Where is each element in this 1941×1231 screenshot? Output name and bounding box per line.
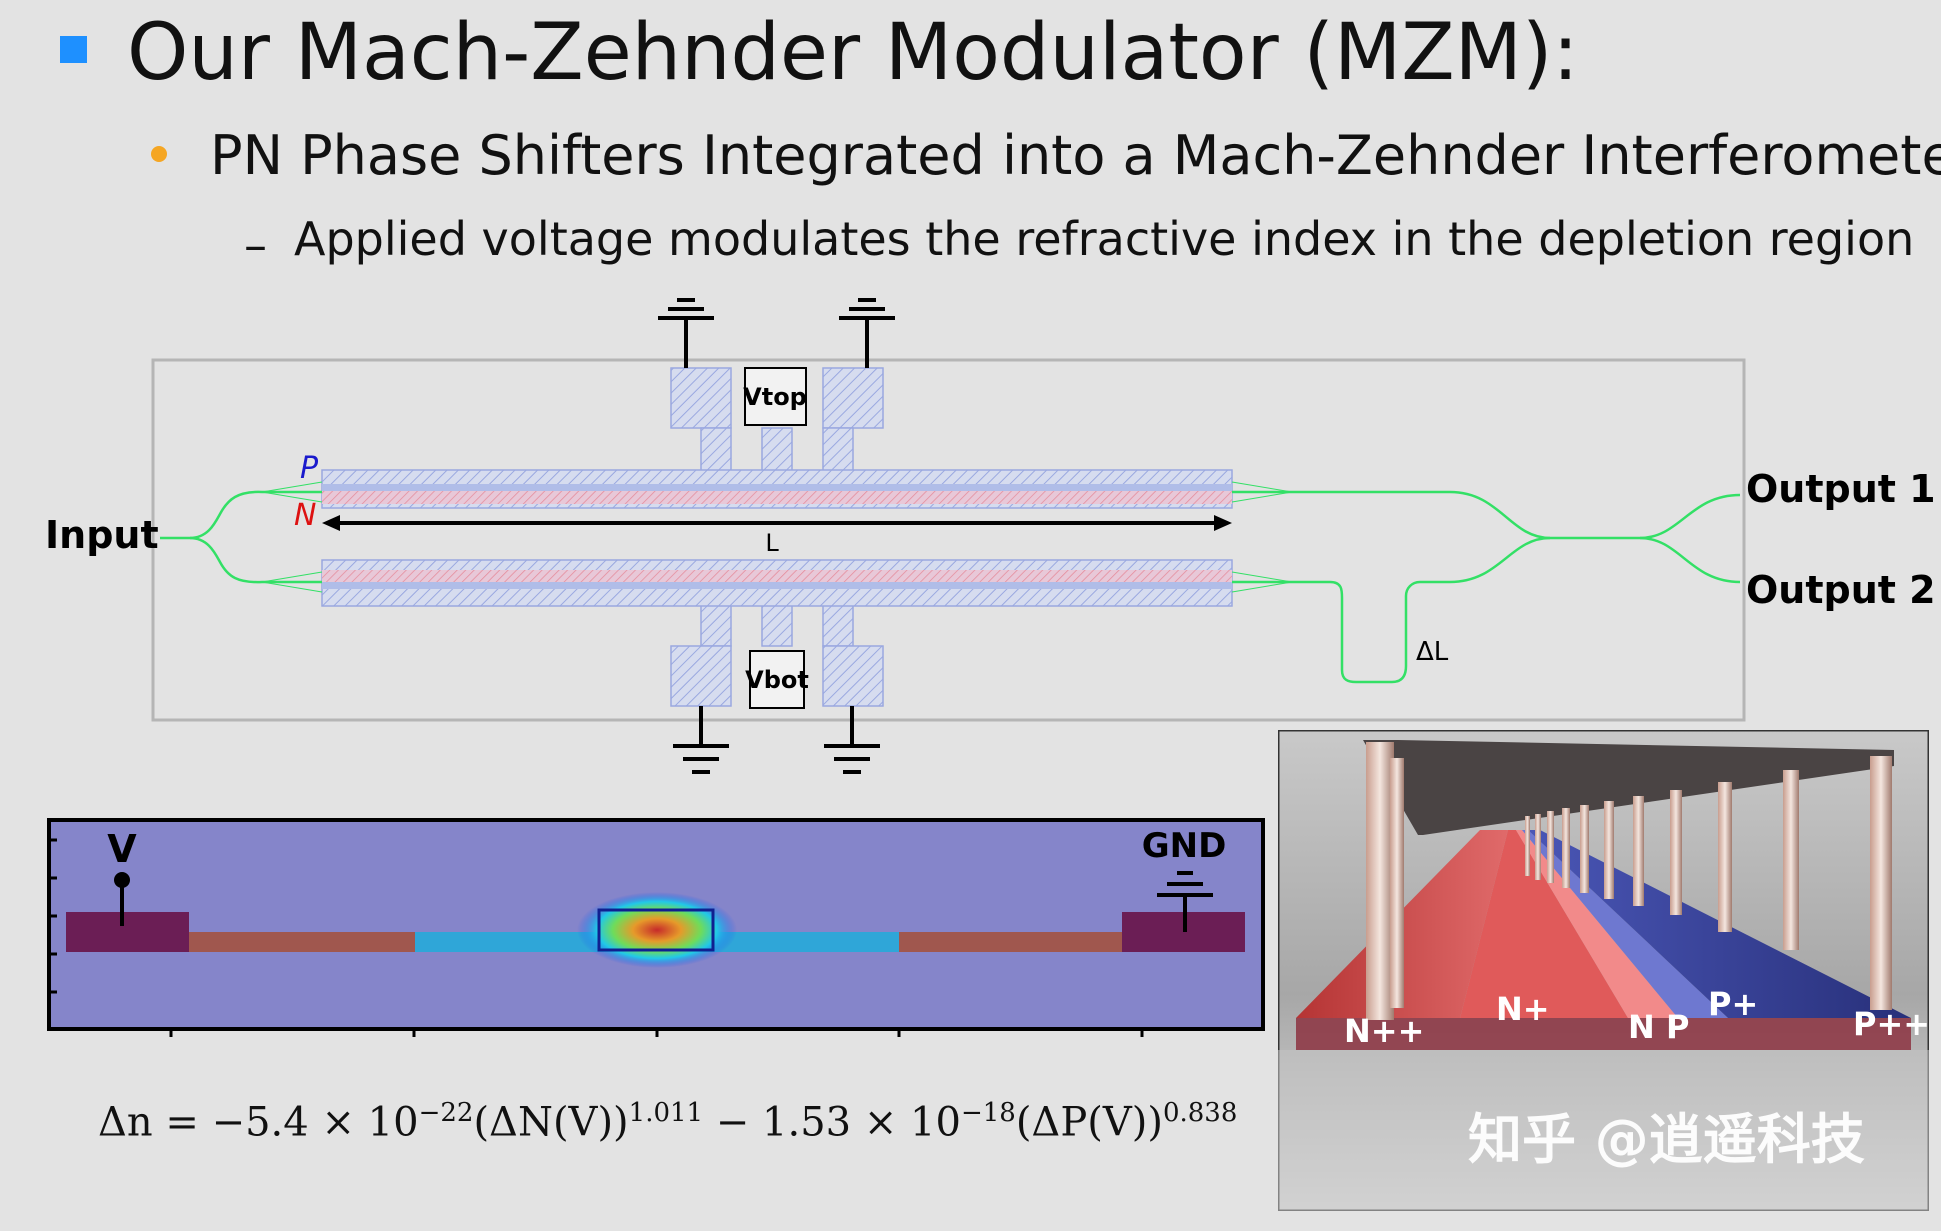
delta-length-label: ΔL	[1416, 637, 1449, 667]
waveguides	[160, 481, 1741, 684]
ground-icon	[658, 298, 714, 368]
bottom-phase-shifter	[321, 559, 1233, 607]
cross-section-plot	[47, 818, 1265, 1037]
bullet-1-text: PN Phase Shifters Integrated into a Mach…	[210, 124, 1941, 187]
v-label: V	[107, 827, 137, 871]
slide-title: Our Mach-Zehnder Modulator (MZM):	[127, 8, 1579, 98]
output-2-label: Output 2	[1746, 568, 1936, 612]
ground-icon	[824, 706, 880, 774]
p-plus-plus-label: P++	[1853, 1005, 1929, 1043]
gnd-label: GND	[1142, 826, 1227, 866]
ground-icon	[673, 706, 729, 774]
n-plus-plus-label: N++	[1344, 1012, 1424, 1050]
vbot-box	[749, 650, 805, 709]
length-arrow	[322, 515, 1232, 531]
bullet-2-text: Applied voltage modulates the refractive…	[294, 212, 1915, 266]
vbot-label: Vbot	[745, 666, 809, 694]
blue-square-bullet	[60, 36, 87, 63]
orange-dot-bullet	[151, 146, 167, 162]
length-label: L	[765, 529, 779, 557]
output-1-label: Output 1	[1746, 467, 1936, 511]
vtop-label: Vtop	[743, 383, 807, 411]
p-plus-label: P+	[1708, 985, 1758, 1023]
dash-bullet: –	[244, 218, 267, 272]
ground-icon	[839, 298, 895, 368]
watermark: 知乎 @逍遥科技	[1468, 1108, 1865, 1171]
input-label: Input	[45, 513, 159, 557]
vtop-box	[744, 367, 807, 426]
top-phase-shifter	[321, 469, 1233, 509]
p-label-3d: P	[1666, 1008, 1689, 1046]
n-label-3d: N	[1628, 1008, 1655, 1046]
n-label: N	[294, 498, 316, 533]
3d-device-render: N++ N+ N P P+ P++ 知乎 @逍遥科技	[1278, 730, 1929, 1211]
refractive-index-equation: Δn = −5.4 × 10−22(ΔN(V))1.011 − 1.53 × 1…	[98, 1098, 1238, 1146]
p-label: P	[300, 451, 319, 486]
n-plus-label: N+	[1496, 990, 1550, 1028]
diagram-frame	[151, 358, 1746, 722]
